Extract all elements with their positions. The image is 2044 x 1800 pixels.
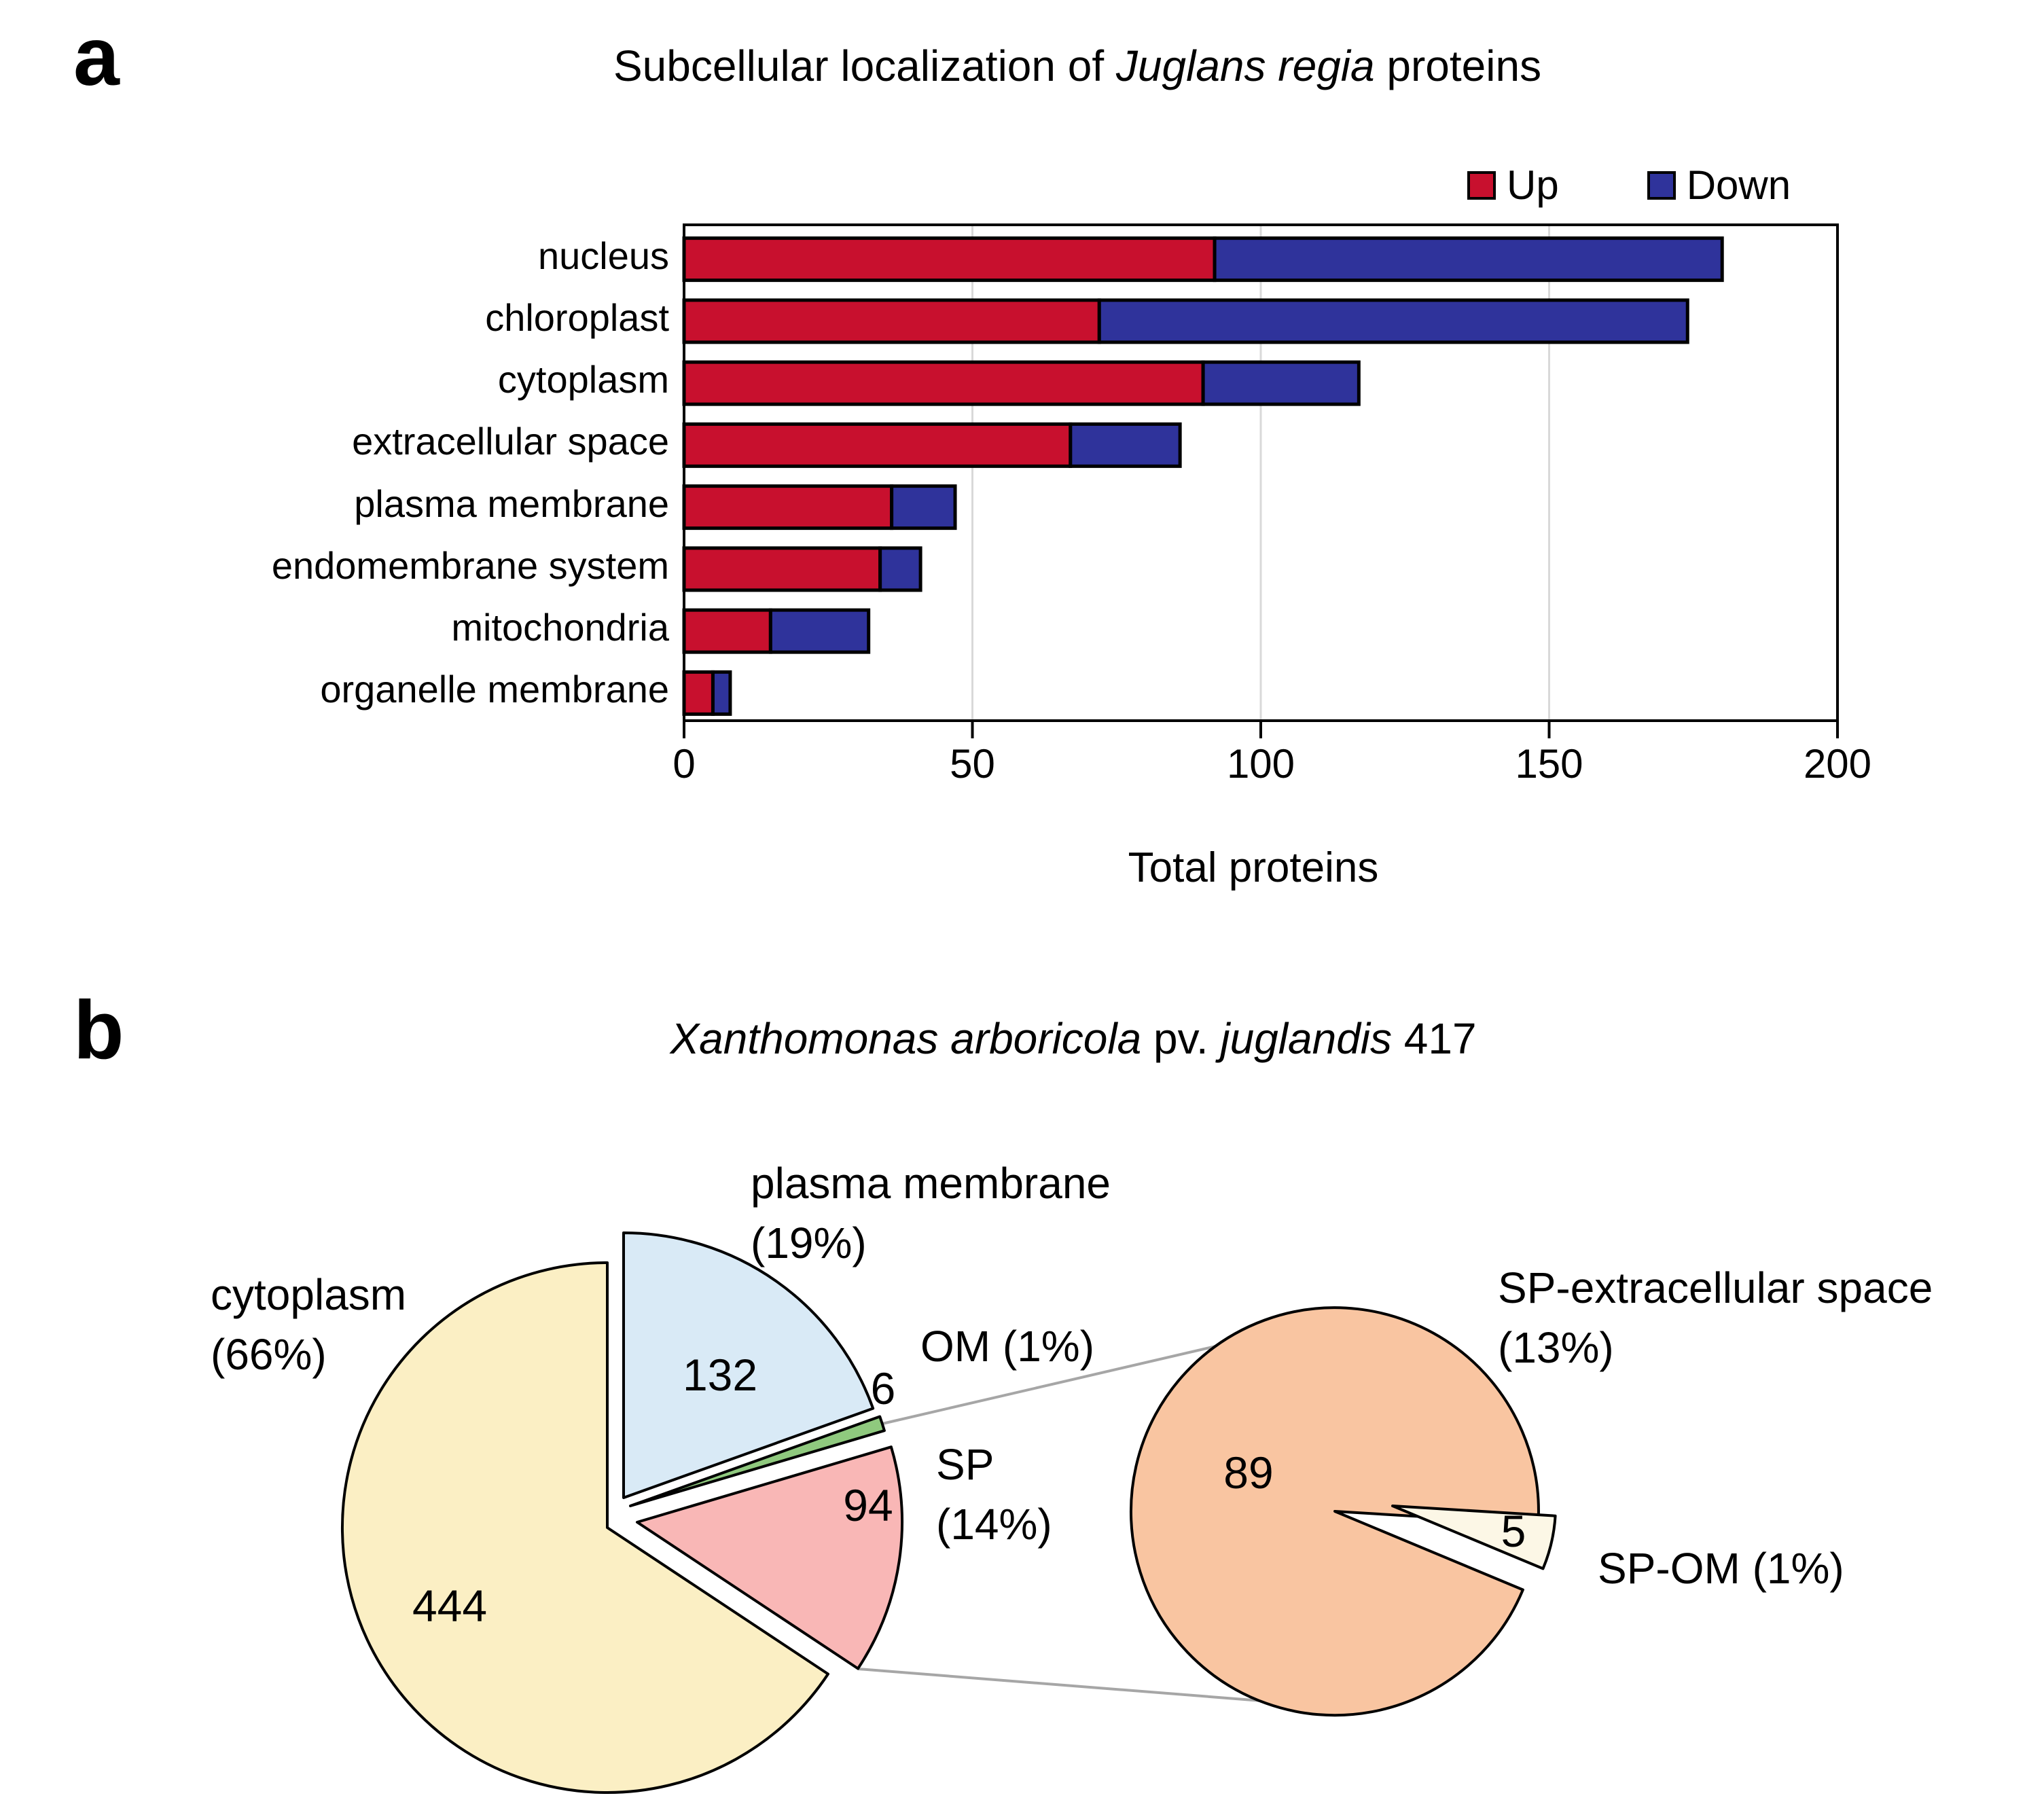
bar-chart-tickmarks: [683, 721, 1839, 738]
cytoplasm-pct-label: (66%): [211, 1330, 327, 1379]
pie-title-species: Xanthomonas arboricola: [670, 1014, 1142, 1063]
bar-down-organelle-membrane: [711, 670, 732, 716]
sp-label: SP (14%): [936, 1435, 1052, 1554]
panel-a-letter: a: [73, 10, 120, 103]
sp-extracellular-pct-label: (13%): [1498, 1323, 1614, 1372]
pie-title-pathovar: juglandis: [1220, 1014, 1392, 1063]
sp-om-label: SP-OM (1%): [1598, 1544, 1844, 1593]
pie-slice-cytoplasm: [340, 1261, 829, 1794]
bar-title-suffix: proteins: [1374, 41, 1542, 90]
sp-extracellular-value: 89: [1223, 1447, 1274, 1498]
sp-om-value: 5: [1501, 1506, 1526, 1556]
bar-down-plasma-membrane: [890, 484, 957, 530]
pie-title-mid: pv.: [1141, 1014, 1221, 1063]
bar-up-endomembrane-system: [682, 546, 882, 592]
bar-up-nucleus: [682, 236, 1217, 283]
bar-title-prefix: Subcellular localization of: [613, 41, 1116, 90]
pie-title-suffix: 417: [1392, 1014, 1477, 1063]
pie-slice-plasma-membrane: [622, 1231, 875, 1499]
legend-up-swatch: [1467, 170, 1496, 200]
bar-chart-legend: Up Down: [1467, 162, 1791, 209]
zoom-connector-line-2: [857, 1668, 1297, 1705]
cytoplasm-value: 444: [412, 1581, 488, 1631]
sp-extracellular-label: SP-extracellular space (13%): [1498, 1258, 1933, 1378]
bar-chart-bars: [682, 236, 1724, 716]
legend-up-label: Up: [1507, 162, 1559, 208]
pie-main: [340, 1231, 903, 1794]
sp-label-line1: SP: [936, 1440, 994, 1489]
plasma-membrane-value: 132: [682, 1350, 758, 1400]
bar-down-nucleus: [1213, 236, 1724, 283]
bar-up-organelle-membrane: [682, 670, 715, 716]
plasma-membrane-label: plasma membrane (19%): [751, 1153, 1111, 1273]
bar-down-chloroplast: [1097, 298, 1689, 344]
bar-up-chloroplast: [682, 298, 1101, 344]
sp-value: 94: [843, 1480, 893, 1530]
sp-pct-label: (14%): [936, 1500, 1052, 1549]
om-value: 6: [870, 1363, 896, 1414]
bar-down-mitochondria: [768, 608, 871, 654]
pie-chart-title: Xanthomonas arboricola pv. juglandis 417: [670, 1013, 1476, 1064]
pie-zoom: [1129, 1306, 1557, 1717]
bar-up-cytoplasm: [682, 360, 1205, 406]
bar-title-species: Juglans regia: [1115, 41, 1375, 90]
bar-up-plasma-membrane: [682, 484, 894, 530]
pie-slice-sp-om: [1391, 1505, 1557, 1570]
panel-b-letter: b: [73, 984, 124, 1076]
legend-down-label: Down: [1686, 162, 1791, 208]
plasma-membrane-label-line1: plasma membrane: [751, 1159, 1111, 1208]
sp-extracellular-label-line1: SP-extracellular space: [1498, 1263, 1933, 1312]
plasma-membrane-pct-label: (19%): [751, 1219, 867, 1267]
x-axis-title: Total proteins: [1128, 844, 1379, 891]
cytoplasm-label: cytoplasm (66%): [211, 1265, 406, 1384]
legend-down-swatch: [1647, 170, 1676, 200]
bar-down-extracellular-space: [1069, 422, 1182, 468]
bar-up-mitochondria: [682, 608, 772, 654]
bar-down-endomembrane-system: [878, 546, 922, 592]
cytoplasm-label-line1: cytoplasm: [211, 1270, 407, 1319]
pie-slice-sp: [636, 1445, 903, 1670]
om-label: OM (1%): [920, 1322, 1094, 1371]
pie-slice-sp-extracellular-space: [1129, 1306, 1540, 1717]
pie-slice-om: [629, 1415, 886, 1507]
bar-down-cytoplasm: [1201, 360, 1361, 406]
bar-chart-title: Subcellular localization of Juglans regi…: [613, 41, 1541, 91]
bar-up-extracellular-space: [682, 422, 1073, 468]
